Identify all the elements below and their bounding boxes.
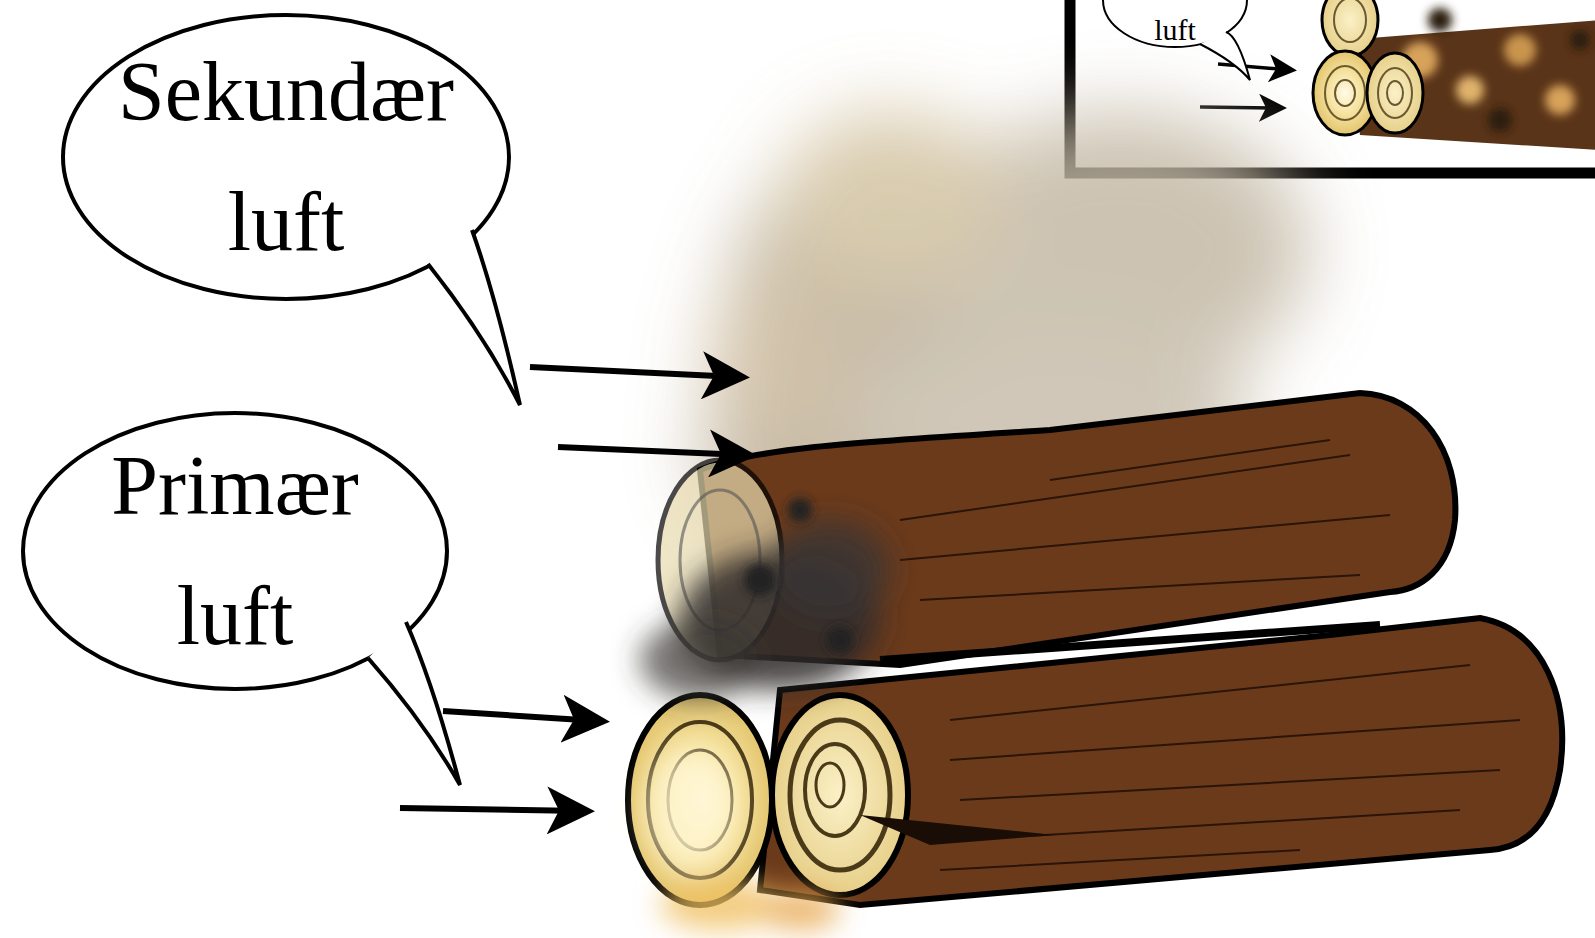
speech-bubble: Primær luft [20, 410, 450, 692]
speech-bubble: Sekundær luft [60, 12, 512, 302]
speech-bubble: luft [1100, 0, 1250, 50]
bubble-label: Sekundær luft [118, 27, 454, 287]
dark-smoke [640, 498, 890, 930]
bubble-label: Primær luft [111, 421, 358, 681]
air-arrows [400, 367, 745, 811]
bubble-label: luft [1154, 13, 1196, 47]
